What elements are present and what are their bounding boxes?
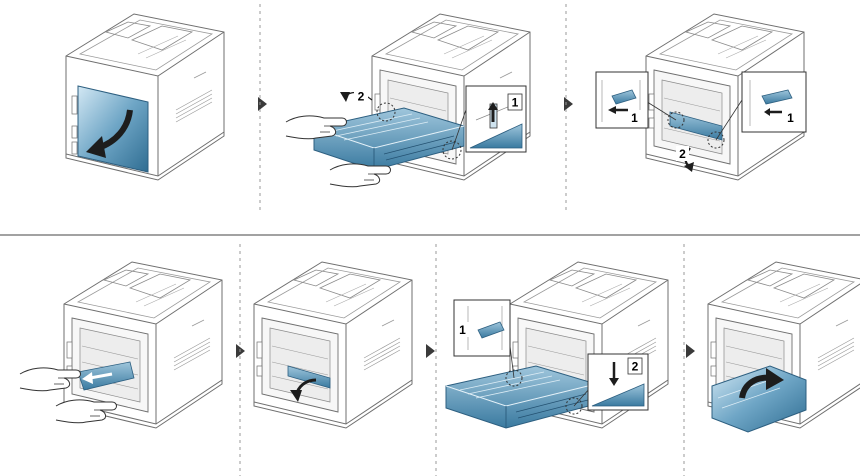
detail-circle <box>505 369 523 387</box>
callout-number: 2 <box>679 147 686 161</box>
rear-cover <box>711 365 807 433</box>
close-guide-arrow-icon <box>290 378 317 402</box>
row-1: 1 2 <box>65 4 807 210</box>
callout-number: 1 <box>512 96 519 110</box>
close-cover-arrow-icon <box>739 368 784 399</box>
lever-inset: 1 <box>465 85 527 153</box>
left-guide-inset: 1 <box>595 71 649 129</box>
next-step-arrow-icon <box>686 344 695 358</box>
step-close-guide <box>253 261 413 429</box>
step-open-rear-cover <box>65 13 225 181</box>
rear-cover <box>71 85 149 173</box>
next-step-arrow-icon <box>426 344 435 358</box>
callout-2: 2 <box>354 88 368 104</box>
open-cover-arrow-icon <box>86 109 133 158</box>
detail-circle <box>667 111 685 129</box>
callout-number: 2 <box>632 360 639 374</box>
next-step-arrow-icon <box>564 97 573 111</box>
hand-right <box>329 163 391 188</box>
step-pull-jammed-paper <box>19 261 223 429</box>
jammed-paper <box>669 111 723 141</box>
detail-circle <box>565 397 583 415</box>
latch-inset: 1 <box>453 299 511 357</box>
row-2: 1 2 <box>19 244 860 476</box>
detail-circle <box>707 131 725 149</box>
guide-plate <box>287 365 331 389</box>
detail-circle <box>442 140 462 160</box>
step-close-rear-cover <box>707 261 860 433</box>
detail-circle <box>376 102 396 122</box>
callout-number: 1 <box>787 111 794 125</box>
callout-number: 1 <box>631 111 638 125</box>
callout-2: 2 <box>676 146 689 161</box>
step-remove-duplex-unit: 1 2 <box>285 13 531 188</box>
right-guide-inset: 1 <box>741 71 807 133</box>
callout-number: 1 <box>459 323 466 337</box>
lever-inset: 2 <box>587 353 649 411</box>
step-release-guides: 1 1 2 <box>595 13 807 181</box>
next-step-arrow-icon <box>258 97 267 111</box>
callout-number: 2 <box>358 90 365 104</box>
step-reinsert-duplex-unit: 1 2 <box>445 261 669 429</box>
